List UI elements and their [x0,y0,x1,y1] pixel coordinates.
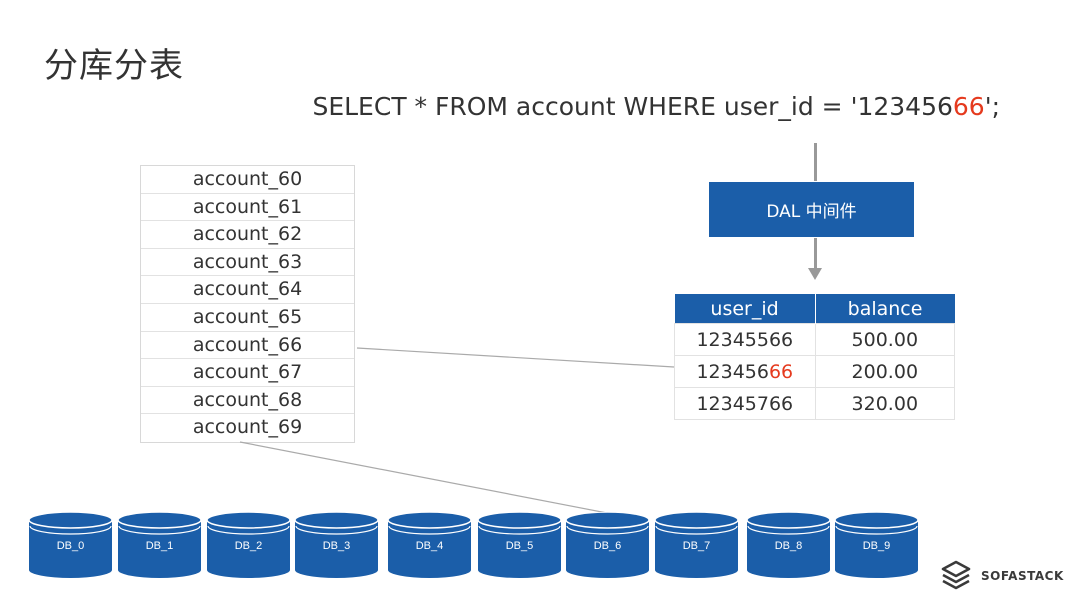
cell-user-id: 12345566 [674,323,816,356]
database-icon [207,512,290,578]
brand-logo: SOFASTACK [939,558,1064,594]
cell-balance: 500.00 [814,323,956,356]
table-row: 12345566 500.00 [674,323,956,356]
brand-name: SOFASTACK [981,569,1064,583]
list-item: account_68 [141,387,354,415]
database-cylinder: DB_4 [388,512,471,578]
database-cylinder: DB_6 [566,512,649,578]
database-cylinder: DB_0 [29,512,112,578]
table-header-row: user_id balance [674,294,955,324]
database-cylinder: DB_8 [747,512,830,578]
database-label: DB_2 [234,540,263,552]
database-icon [747,512,830,578]
database-cylinder: DB_3 [295,512,378,578]
sql-query: SELECT * FROM account WHERE user_id = '1… [0,92,1000,121]
table-list: account_60 account_61 account_62 account… [140,165,355,443]
cell-balance: 320.00 [814,387,956,420]
list-item: account_64 [141,276,354,304]
database-icon [29,512,112,578]
cell-user-id: 12345766 [674,387,816,420]
database-icon [478,512,561,578]
result-table: user_id balance 12345566 500.00 12345666… [674,294,956,420]
list-item: account_63 [141,249,354,277]
flow-line-query-to-dal [814,143,817,181]
column-header-user-id: user_id [674,294,816,324]
flow-line-dal-to-table [814,238,817,270]
list-item: account_67 [141,359,354,387]
database-label: DB_0 [56,540,85,552]
database-label: DB_7 [682,540,711,552]
dal-middleware-label: DAL 中间件 [766,202,857,222]
list-item: account_60 [141,166,354,194]
database-icon [118,512,201,578]
database-icon [655,512,738,578]
database-icon [295,512,378,578]
database-icon [835,512,918,578]
database-label: DB_5 [505,540,534,552]
list-item: account_61 [141,194,354,222]
list-item: account_62 [141,221,354,249]
sql-query-prefix: SELECT * FROM account WHERE user_id = '1… [312,92,953,121]
database-cylinder: DB_9 [835,512,918,578]
column-header-balance: balance [814,294,955,324]
sql-query-highlight: 66 [952,92,985,121]
sofastack-logo-icon [941,560,971,590]
database-label: DB_8 [774,540,803,552]
database-cylinder: DB_2 [207,512,290,578]
dal-middleware-box: DAL 中间件 [709,182,914,237]
page-title: 分库分表 [44,46,184,86]
database-label: DB_3 [322,540,351,552]
list-item-account-66: account_66 [141,332,354,360]
table-row-highlighted: 12345666 200.00 [674,355,956,388]
database-icon [388,512,471,578]
database-cylinder: DB_7 [655,512,738,578]
table-row: 12345766 320.00 [674,387,956,420]
database-icon [566,512,649,578]
list-item-account-69: account_69 [192,416,303,439]
database-label: DB_9 [862,540,891,552]
database-cylinder: DB_1 [118,512,201,578]
list-item: account_65 [141,304,354,332]
database-label: DB_4 [415,540,444,552]
database-cylinder: DB_5 [478,512,561,578]
arrow-down-icon [808,268,822,280]
sql-query-suffix: '; [984,92,1000,121]
database-label: DB_1 [145,540,174,552]
database-label: DB_6 [593,540,622,552]
cell-balance: 200.00 [814,355,956,388]
